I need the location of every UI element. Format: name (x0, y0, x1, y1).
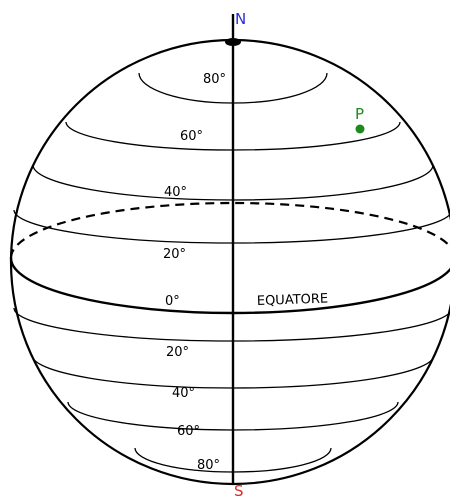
parallel-20-south (13, 307, 450, 342)
parallel-80-north (138, 72, 328, 104)
latitude-label-20-north: 20° (163, 247, 186, 262)
south-pole-label: S (234, 482, 244, 497)
latitude-label-60-north: 60° (180, 129, 203, 144)
latitude-label-40-north: 40° (164, 185, 187, 200)
latitude-label-60-south: 60° (177, 424, 200, 439)
parallel-40-south (31, 354, 435, 389)
parallel-20-north (13, 209, 450, 244)
parallel-60-north (65, 121, 401, 151)
parallel-60-south (67, 401, 399, 431)
point-p-label: P (355, 105, 364, 123)
equator-front (9, 257, 450, 315)
parallel-80-south (134, 447, 332, 473)
equator-label: EQUATORE (257, 292, 329, 309)
point-p-marker (355, 124, 365, 134)
latitude-label-40-south: 40° (172, 386, 195, 401)
north-pole-marker (225, 38, 241, 46)
globe-outline (9, 38, 450, 486)
latitude-label-80-north: 80° (203, 72, 226, 87)
equator-back (9, 201, 450, 259)
north-pole-label: N (235, 10, 246, 28)
parallel-40-north (32, 164, 434, 201)
latitude-label-80-south: 80° (197, 458, 220, 473)
latitude-label-0: 0° (165, 294, 180, 309)
latitude-label-20-south: 20° (166, 345, 189, 360)
